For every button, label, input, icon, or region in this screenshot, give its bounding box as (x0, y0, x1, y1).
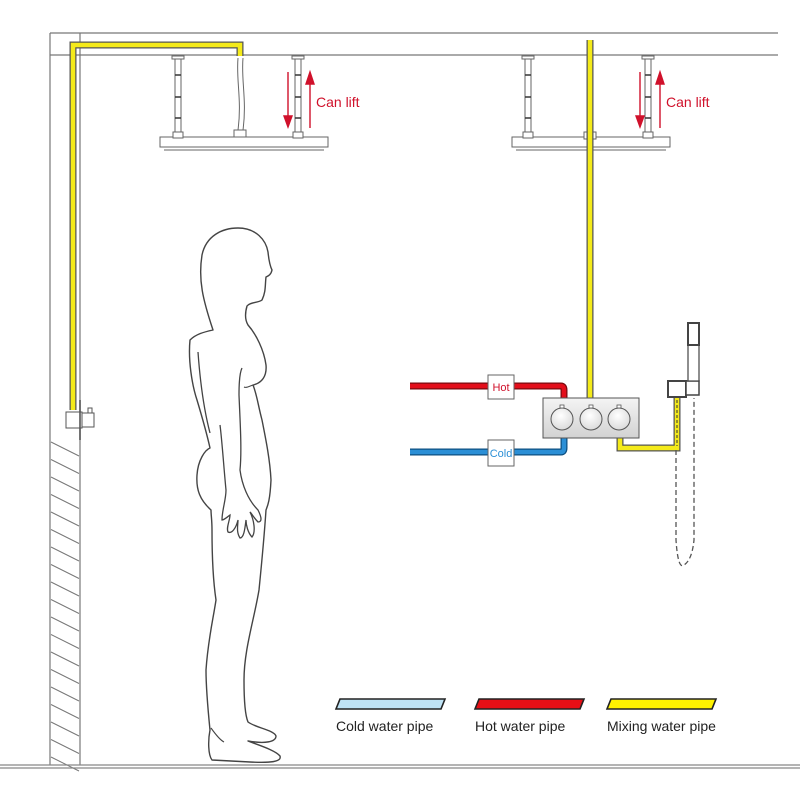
person-abdomen-detail (243, 384, 254, 388)
hatch-line (50, 599, 80, 614)
hatch-line (50, 494, 80, 509)
right-can-lift-label: Can lift (666, 94, 710, 110)
hatch-line (50, 476, 80, 492)
left-wall (49, 33, 81, 765)
hatch-line (50, 511, 80, 527)
hatch-line (50, 756, 80, 772)
hatch-line (50, 669, 80, 684)
left-mixing-pipe-fill (70, 42, 243, 410)
hatch-line (50, 564, 80, 579)
floor (0, 764, 800, 769)
legend-item: Mixing water pipe (605, 698, 718, 734)
legend: Cold water pipe Hot water pipe Mixing wate… (334, 698, 718, 734)
hatch-line (50, 546, 80, 562)
hot-label: Hot (492, 382, 509, 394)
hatch-line (50, 651, 80, 667)
person-back-foot-detail (210, 727, 225, 743)
legend-item: Cold water pipe (334, 698, 447, 734)
left-mixing-pipe (69, 41, 244, 410)
hatch-line (50, 721, 80, 737)
hot-water-pipe-fill (410, 383, 567, 400)
legend-label: Mixing water pipe (607, 718, 716, 734)
left-lift-arrows (283, 69, 315, 130)
person-silhouette (188, 227, 281, 764)
hatch-line (50, 634, 80, 649)
hatch-line (50, 581, 80, 597)
legend-label: Cold water pipe (336, 718, 433, 734)
left-shower-head (159, 55, 329, 151)
right-lift-arrows (635, 69, 665, 130)
wall-hatching (50, 441, 80, 772)
hatch-line (50, 459, 80, 474)
legend-swatch (473, 698, 586, 710)
cold-label: Cold (490, 448, 513, 460)
person-arm (197, 351, 262, 539)
left-can-lift-label: Can lift (316, 94, 360, 110)
legend-label: Hot water pipe (475, 718, 565, 734)
hatch-line (50, 686, 80, 702)
valve-knob (550, 404, 574, 431)
hot-valve-box: Hot (487, 374, 515, 400)
hatch-line (50, 529, 80, 544)
legend-swatch (334, 698, 447, 710)
valve-knob (579, 404, 603, 431)
hand-shower-hose (675, 398, 695, 567)
hatch-line (50, 704, 80, 719)
legend-item: Hot water pipe (473, 698, 586, 734)
wall-outlet-fitting (65, 400, 95, 440)
valve-knob (607, 404, 631, 431)
hatch-line (50, 441, 80, 457)
hatch-line (50, 739, 80, 754)
thermostatic-valve (542, 397, 640, 439)
cold-valve-box: Cold (487, 439, 515, 467)
legend-swatch (605, 698, 718, 710)
hatch-line (50, 616, 80, 632)
ceiling (50, 32, 778, 56)
cold-water-pipe-fill (410, 438, 567, 455)
hand-shower (667, 322, 700, 398)
